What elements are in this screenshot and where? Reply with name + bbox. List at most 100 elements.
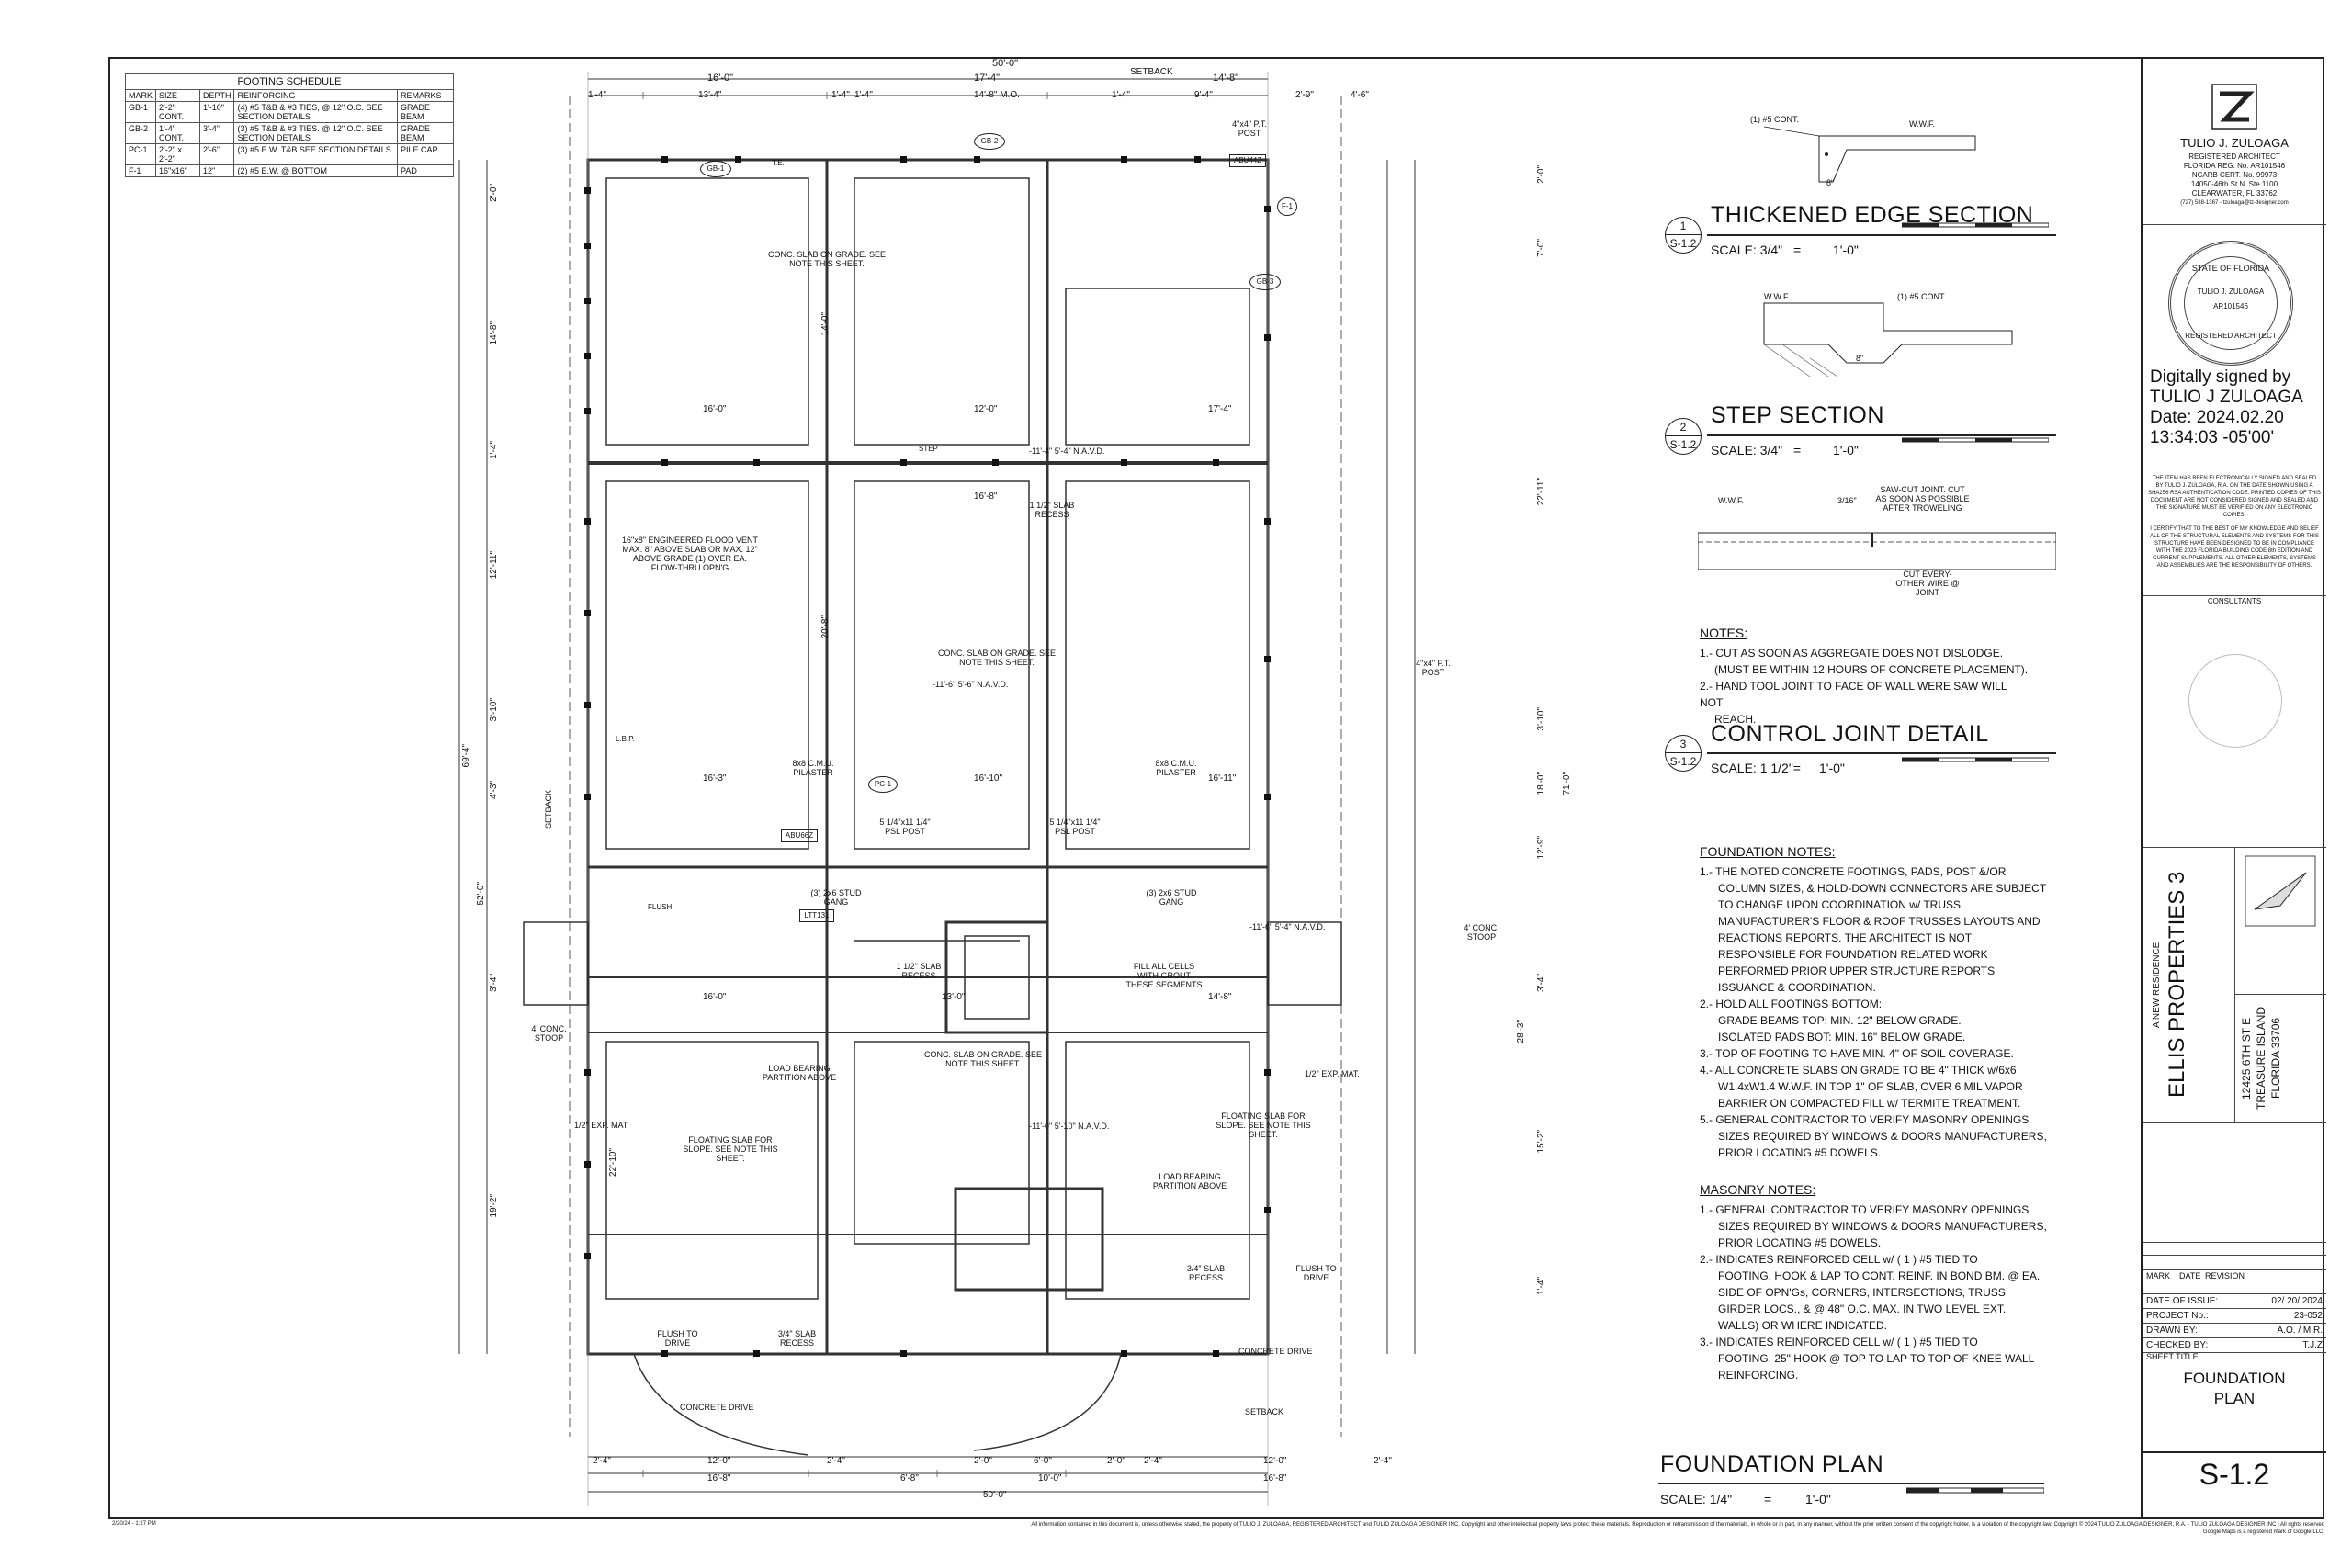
note-line: 2.- HOLD ALL FOOTINGS BOTTOM:	[1700, 998, 1883, 1010]
note-line: 1.- CUT AS SOON AS AGGREGATE DOES NOT DI…	[1700, 647, 2004, 660]
consultants-label: CONSULTANTS	[2207, 597, 2262, 605]
room-dim: 13'-0"	[942, 992, 966, 1002]
sig-line: 13:34:03 -05'00'	[2150, 428, 2275, 447]
room-dim: 16'-11"	[1208, 773, 1237, 784]
note-line: PRIOR LOCATING #5 DOWELS.	[1718, 1236, 1882, 1249]
section-title: CONTROL JOINT DETAIL	[1711, 721, 1989, 747]
dim-left: 3'-4"	[489, 974, 499, 992]
dim-right: 3'-4"	[1536, 974, 1546, 992]
note-line: FOOTING, HOOK & LAP TO CONT. REINF. IN B…	[1718, 1269, 2041, 1282]
footing-tag: GB-3	[1250, 274, 1281, 290]
architect-ncarb: NCARB CERT. No. 99973	[2191, 171, 2278, 179]
sheet-title-line: PLAN	[2213, 1390, 2256, 1407]
architect-addr1: 14050-46th St N. Ste 1100	[2190, 180, 2278, 188]
hardware-tag: LTT131	[799, 909, 834, 922]
control-joint-sketch	[1698, 532, 2056, 570]
callout-slab-recess: 1 1/2" SLAB RECESS	[1029, 501, 1075, 519]
note-line: RESPONSIBLE FOR FOUNDATION RELATED WORK	[1718, 948, 1988, 961]
masonry-notes-title: MASONRY NOTES:	[1700, 1182, 1816, 1197]
divider	[2143, 595, 2326, 596]
dim-bottom-2: 16'-8"	[707, 1473, 731, 1483]
table-row: PC-1 2'-2" x 2'-2" 2'-6" (3) #5 E.W. T&B…	[124, 143, 454, 165]
elevation-tag: -11'-6" 5'-4" N.A.V.D.	[1250, 922, 1326, 931]
checked-by-value: T.J.Z	[2302, 1340, 2323, 1350]
section-num: 3	[1666, 736, 1701, 753]
divider	[2143, 1451, 2326, 1453]
section-sheet: S-1.2	[1669, 438, 1697, 451]
cell: GB-1	[124, 101, 157, 123]
room-dim: 16'-8"	[974, 491, 998, 502]
dim-top-sub: 1'-4"	[588, 90, 606, 100]
dim-top-2: 17'-4"	[974, 73, 1001, 84]
print-stamp: 2/20/24 - 1:27 PM	[112, 1521, 156, 1527]
divider	[2143, 1122, 2326, 1123]
project-no-row: PROJECT No.:23-052	[2143, 1309, 2326, 1324]
cell: 2'-6"	[198, 143, 235, 165]
callout-psl-post: 5 1/4"x11 1/4" PSL POST	[1049, 818, 1101, 836]
google-footer: Google Maps is a registered mark of Goog…	[2202, 1529, 2324, 1535]
footing-tag: PC-1	[868, 776, 898, 793]
dim-left: 14'-8"	[489, 321, 499, 345]
footing-schedule-table: FOOTING SCHEDULE MARK SIZE DEPTH REINFOR…	[124, 73, 454, 177]
section-underline	[1707, 234, 2056, 236]
sec1-label: 8"	[1826, 178, 1835, 187]
issue-date-label: DATE OF ISSUE:	[2146, 1296, 2219, 1306]
callout-pilaster: 8x8 C.M.U. PILASTER	[1155, 759, 1197, 777]
drawn-by-value: A.O. / M.R.	[2277, 1325, 2323, 1336]
dim-left: 52'-0"	[476, 882, 486, 906]
dim-left: 69'-4"	[461, 744, 471, 768]
section-num: 1	[1666, 218, 1701, 235]
seal-bottom-text: REGISTERED ARCHITECT	[2185, 332, 2277, 340]
callout-concrete-drive: CONCRETE DRIVE	[1238, 1347, 1313, 1356]
cell: GB-2	[124, 122, 157, 144]
note-line: MANUFACTURER'S FLOOR & ROOF TRUSSES LAYO…	[1718, 915, 2041, 928]
note-line: COLUMN SIZES, & HOLD-DOWN CONNECTORS ARE…	[1718, 882, 2047, 895]
project-addr: FLORIDA 33706	[2269, 1017, 2282, 1100]
note-line: ISOLATED PADS BOT: MIN. 16" BELOW GRADE.	[1718, 1031, 1966, 1043]
plan-scale-label: SCALE: 1/4"	[1660, 1492, 1733, 1506]
architect-phone: (727) 538-1367 - tzuloaga@tz-designer.co…	[2180, 200, 2289, 206]
checked-by-label: CHECKED BY:	[2146, 1340, 2209, 1350]
note-line: 2.- HAND TOOL JOINT TO FACE OF WALL WERE…	[1700, 680, 2007, 709]
dim-top-3: 14'-8"	[1213, 73, 1239, 84]
room-dim: 16'-3"	[703, 773, 727, 784]
project-addr: TREASURE ISLAND	[2255, 1006, 2267, 1111]
col-size: SIZE	[155, 89, 200, 102]
dim-bottom: 2'-0"	[1107, 1456, 1125, 1466]
drawn-by-label: DRAWN BY:	[2146, 1325, 2198, 1336]
sig-line: Digitally signed by	[2150, 367, 2291, 387]
note-line: (MUST BE WITHIN 12 HOURS OF CONCRETE PLA…	[1714, 663, 2029, 676]
project-no-value: 23-052	[2293, 1311, 2323, 1321]
tz-logo-icon	[2211, 84, 2257, 130]
architect-addr2: CLEARWATER, FL 33762	[2191, 189, 2278, 197]
cell: PILE CAP	[397, 143, 454, 165]
note-line: W1.4xW1.4 W.W.F. IN TOP 1" OF SLAB, OVER…	[1718, 1080, 2023, 1093]
note-line: ISSUANCE & COORDINATION.	[1718, 981, 1876, 994]
dim-left: 2'-0"	[489, 184, 499, 202]
project-type: A NEW RESIDENCE	[2152, 942, 2162, 1028]
revision-table: MARK DATE REVISION	[2143, 1242, 2326, 1282]
divider	[2143, 224, 2326, 225]
col-depth: DEPTH	[198, 89, 235, 102]
notes-title: NOTES:	[1700, 626, 1748, 640]
dim-bottom-2: 10'-0"	[1038, 1473, 1062, 1483]
section-scale-eq: =	[1793, 443, 1802, 457]
dim-right: 15'-2"	[1536, 1130, 1546, 1154]
dim-right: 12'-9"	[1536, 836, 1546, 860]
elevation-tag: -11'-0" 5'-10" N.A.V.D.	[1029, 1122, 1110, 1131]
note-line: GIRDER LOCS., & @ 48" O.C. MAX. IN TWO L…	[1718, 1303, 2007, 1315]
note-line: REACTIONS REPORTS. THE ARCHITECT IS NOT	[1718, 931, 1973, 944]
sec1-label: (1) #5 CONT.	[1750, 115, 1800, 124]
callout-pt-post: 4"x4" P.T. POST	[1232, 119, 1267, 138]
cell: (3) #5 E.W. T&B SEE SECTION DETAILS	[233, 143, 399, 165]
dim-left: 3'-10"	[489, 698, 499, 722]
cell: (4) #5 T&B & #3 TIES, @ 12" O.C. SEE SEC…	[233, 101, 399, 123]
callout-flood-vent: 16"x8" ENGINEERED FLOOD VENT MAX. 8" ABO…	[622, 536, 758, 572]
callout-stud-gang: (3) 2x6 STUD GANG	[1146, 888, 1197, 907]
note-line: SIZES REQUIRED BY WINDOWS & DOORS MANUFA…	[1718, 1220, 2047, 1233]
table-row: F-1 16"x16" 12" (2) #5 E.W. @ BOTTOM PAD	[124, 164, 454, 177]
callout-psl-post: 5 1/4"x11 1/4" PSL POST	[879, 818, 931, 836]
architect-title: REGISTERED ARCHITECT	[2188, 152, 2280, 161]
note-line: TO CHANGE UPON COORDINATION w/ TRUSS	[1718, 898, 1962, 911]
certify-note: I CERTIFY THAT TO THE BEST OF MY KNOWLED…	[2150, 526, 2319, 569]
